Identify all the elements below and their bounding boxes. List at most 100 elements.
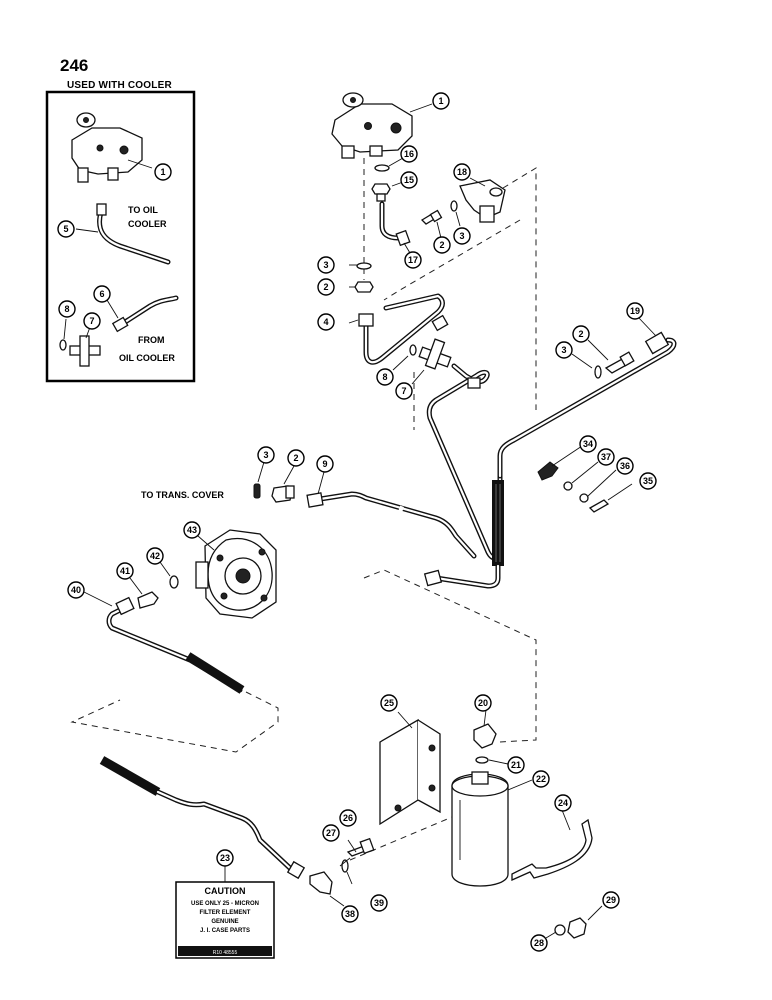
callout-number: 19	[630, 306, 640, 316]
part-18	[459, 179, 506, 223]
callout-number: 2	[323, 282, 328, 292]
hose-section	[492, 480, 504, 566]
callout-c16: 16	[400, 145, 418, 163]
callout-c43: 43	[183, 521, 201, 539]
caution-decal: CAUTION USE ONLY 25 - MICRON FILTER ELEM…	[175, 881, 275, 959]
callout-c27: 27	[322, 824, 340, 842]
callout-number: 26	[343, 813, 353, 823]
caution-line4: J. I. CASE PARTS	[200, 928, 250, 934]
callout-circle	[395, 382, 413, 400]
callout-c1a: 1	[154, 163, 172, 181]
callout-number: 27	[326, 828, 336, 838]
callout-c19: 19	[626, 302, 644, 320]
callout-c22: 22	[532, 770, 550, 788]
callout-circle	[597, 448, 615, 466]
callout-c2a: 2	[433, 236, 451, 254]
callout-number: 39	[374, 898, 384, 908]
callout-c2c: 2	[572, 325, 590, 343]
callout-circle	[376, 368, 394, 386]
callout-c29: 29	[602, 891, 620, 909]
callout-number: 5	[63, 224, 68, 234]
callout-number: 36	[620, 461, 630, 471]
callout-circle	[530, 934, 548, 952]
callout-circle	[474, 694, 492, 712]
caution-line2: FILTER ELEMENT	[200, 910, 251, 916]
callout-number: 8	[64, 304, 69, 314]
callout-circle	[116, 562, 134, 580]
callout-circle	[317, 278, 335, 296]
callout-number: 21	[511, 760, 521, 770]
callout-number: 16	[404, 149, 414, 159]
callout-circle	[257, 446, 275, 464]
filter-canister-22	[451, 771, 509, 887]
callout-c21: 21	[507, 756, 525, 774]
callout-c20: 20	[474, 694, 492, 712]
callout-circle	[83, 312, 101, 330]
callout-c3d: 3	[257, 446, 275, 464]
callout-circle	[146, 547, 164, 565]
callout-number: 7	[401, 386, 406, 396]
inset-valve	[71, 112, 153, 183]
callout-c36: 36	[616, 457, 634, 475]
callout-c26: 26	[339, 809, 357, 827]
label-to-oil: TO OIL	[128, 205, 158, 215]
callout-circle	[287, 449, 305, 467]
callout-circle	[579, 435, 597, 453]
callout-circle	[183, 521, 201, 539]
callout-number: 4	[323, 317, 328, 327]
callout-number: 1	[438, 96, 443, 106]
callout-circle	[400, 171, 418, 189]
callout-circle	[404, 251, 422, 269]
callout-c7: 7	[395, 382, 413, 400]
callout-circle	[216, 849, 234, 867]
callout-number: 41	[120, 566, 130, 576]
callout-number: 38	[345, 909, 355, 919]
callout-circle	[507, 756, 525, 774]
caution-line1: USE ONLY 25 - MICRON	[191, 901, 259, 907]
callout-c41: 41	[116, 562, 134, 580]
callout-number: 3	[323, 260, 328, 270]
callout-c9: 9	[316, 455, 334, 473]
callout-circle	[400, 145, 418, 163]
inset-tee-7	[69, 335, 101, 367]
callout-number: 1	[160, 167, 165, 177]
callout-circle	[316, 455, 334, 473]
callout-c6: 6	[93, 285, 111, 303]
callout-number: 2	[439, 240, 444, 250]
callout-number: 43	[187, 525, 197, 535]
callout-number: 24	[558, 798, 568, 808]
callout-c37: 37	[597, 448, 615, 466]
callout-circle	[639, 472, 657, 490]
callout-c15: 15	[400, 171, 418, 189]
callout-number: 34	[583, 439, 593, 449]
callout-c8: 8	[376, 368, 394, 386]
callout-c38: 38	[341, 905, 359, 923]
callout-c24: 24	[554, 794, 572, 812]
callout-number: 37	[601, 452, 611, 462]
callout-number: 15	[404, 175, 414, 185]
inset-box	[45, 90, 196, 383]
callout-number: 17	[408, 255, 418, 265]
label-to-trans-cover: TO TRANS. COVER	[141, 490, 224, 500]
callout-circle	[57, 220, 75, 238]
caution-heading: CAUTION	[205, 886, 246, 896]
inset-title: USED WITH COOLER	[67, 80, 172, 91]
callout-circle	[616, 457, 634, 475]
callout-number: 3	[561, 345, 566, 355]
callout-circle	[532, 770, 550, 788]
callout-number: 40	[71, 585, 81, 595]
callout-number: 6	[99, 289, 104, 299]
callout-number: 22	[536, 774, 546, 784]
callout-number: 2	[293, 453, 298, 463]
callout-number: 2	[578, 329, 583, 339]
callout-number: 25	[384, 698, 394, 708]
callout-c3c: 3	[555, 341, 573, 359]
label-from: FROM	[138, 335, 165, 345]
callout-c34: 34	[579, 435, 597, 453]
callout-c7a: 7	[83, 312, 101, 330]
callout-circle	[602, 891, 620, 909]
callout-circle	[453, 227, 471, 245]
callout-c2b: 2	[317, 278, 335, 296]
main-valve	[331, 92, 433, 159]
